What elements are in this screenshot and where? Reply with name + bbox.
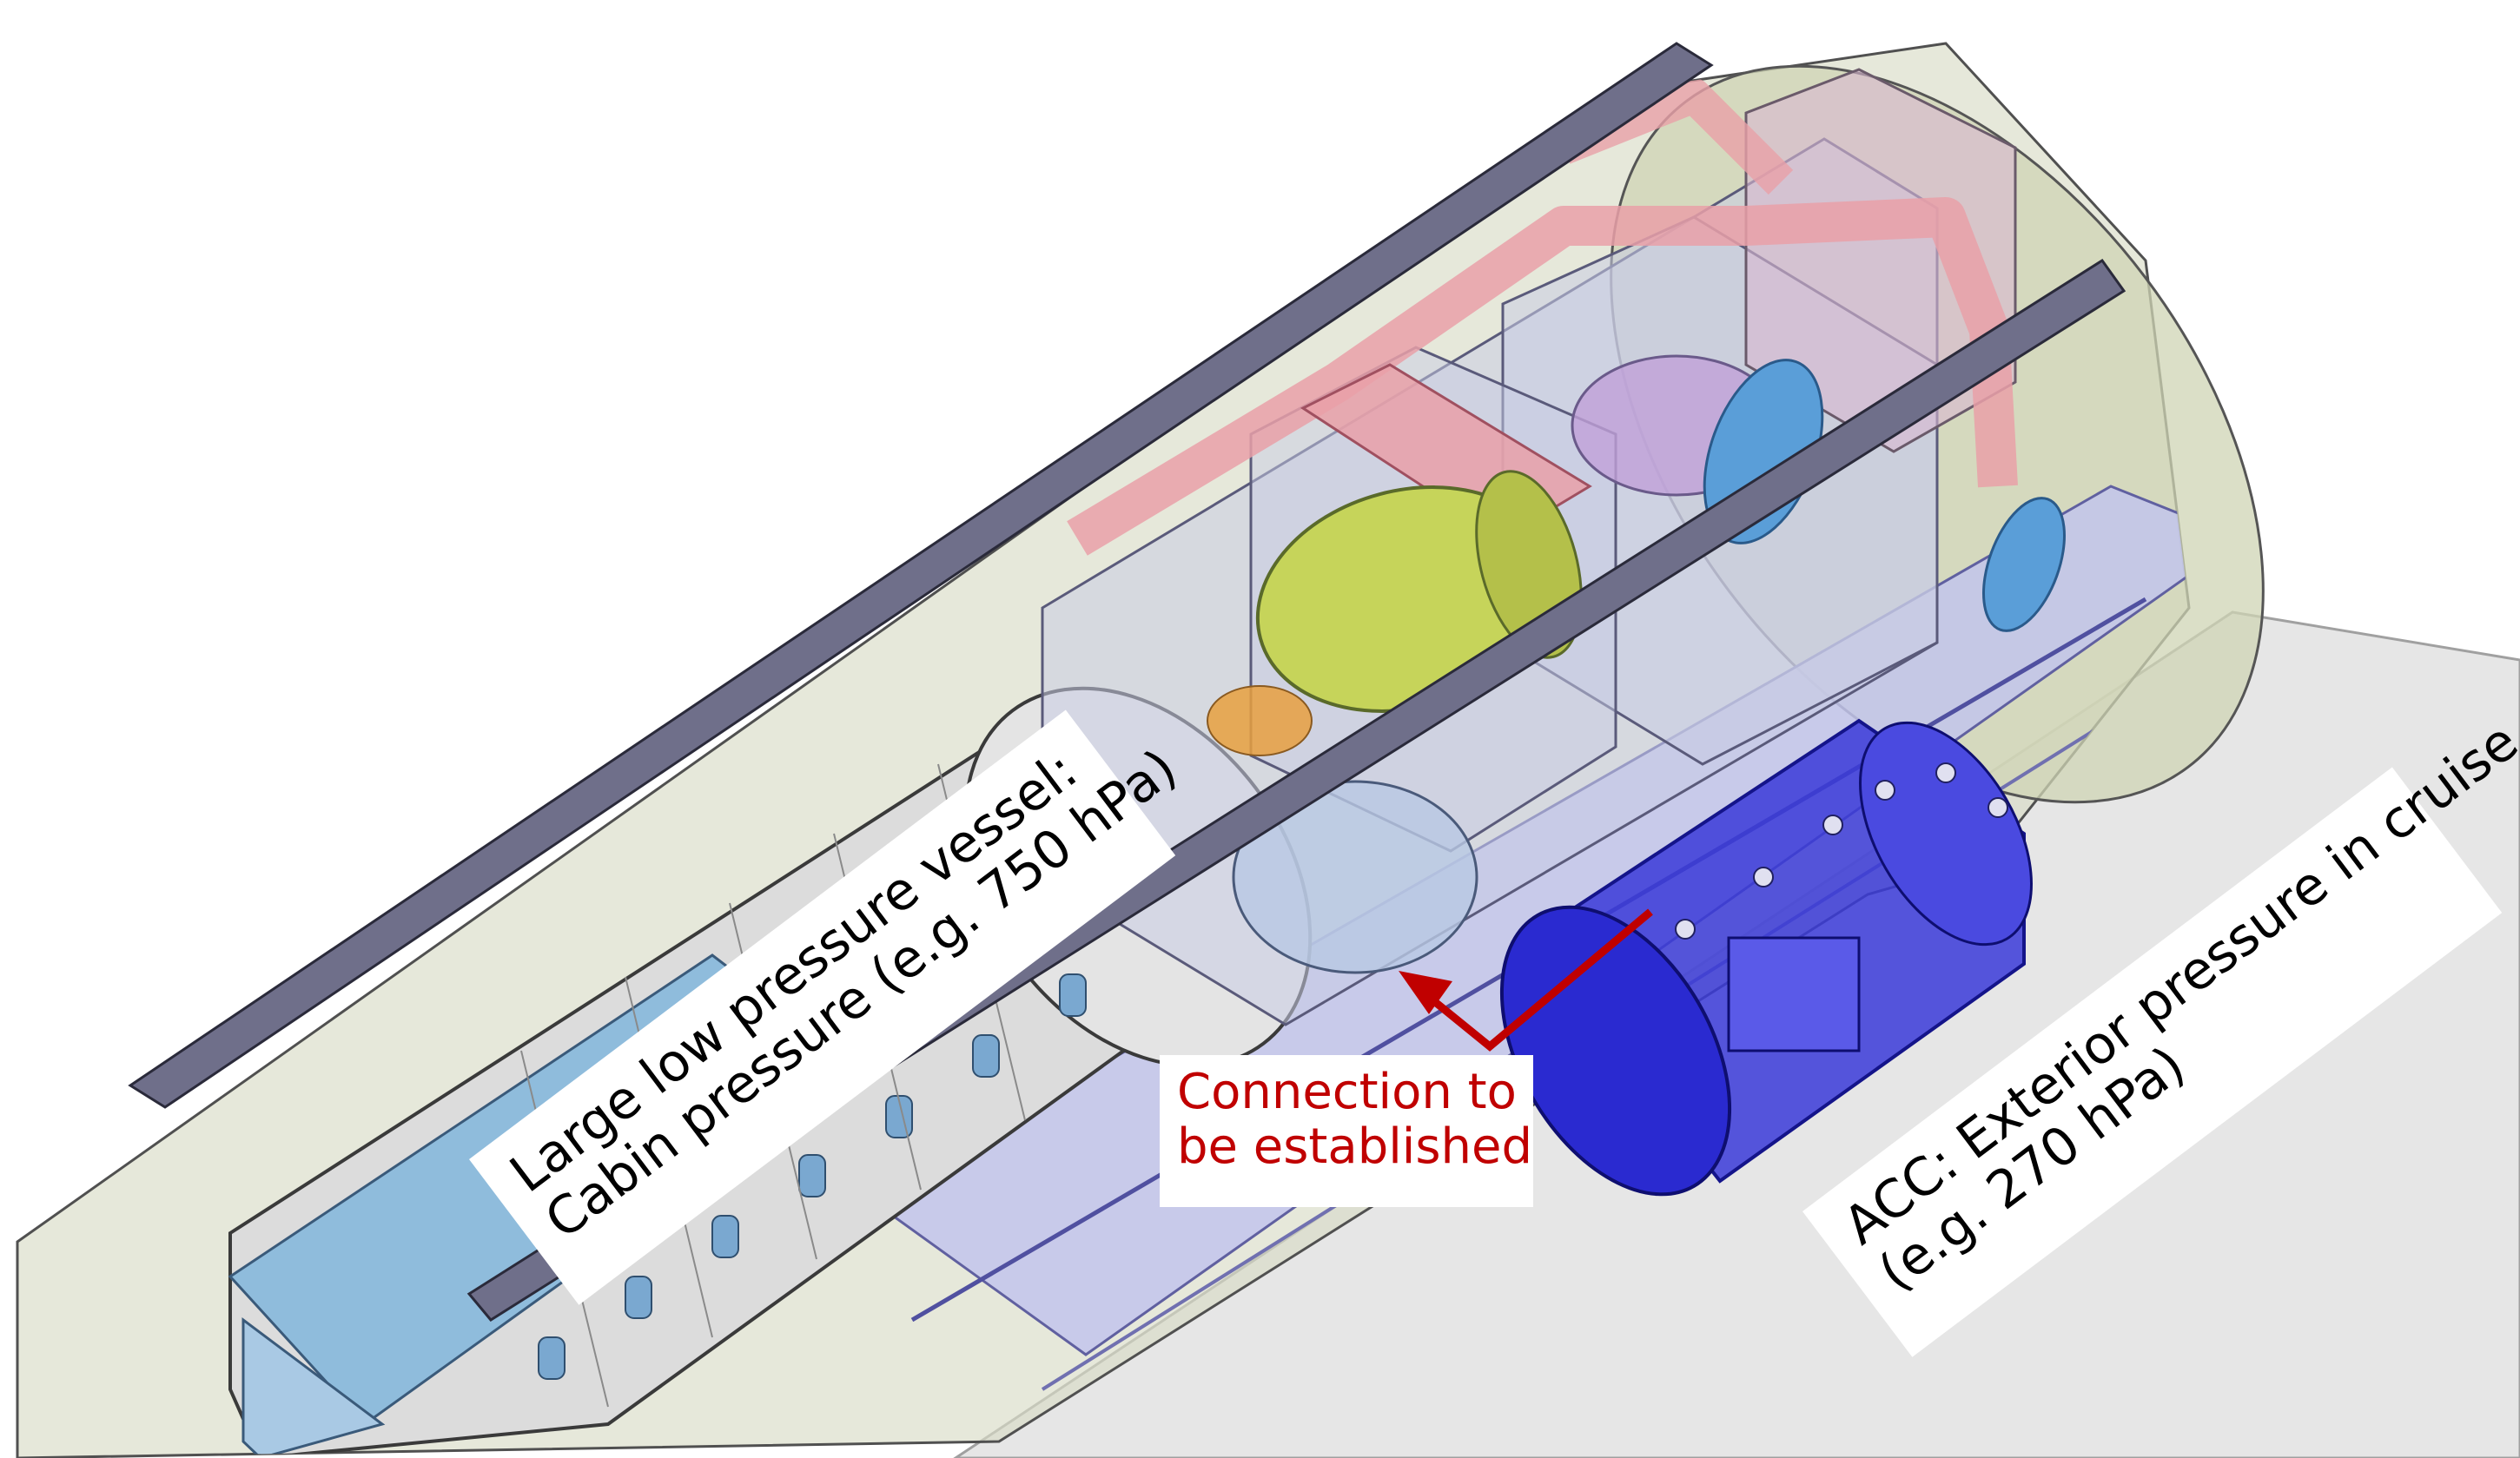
blue-outlet-disc (1982, 497, 2066, 632)
lower-cylinder (1232, 780, 1478, 974)
upper-rail (128, 42, 1714, 1109)
connection-label-line1: Connection to (1177, 1064, 1517, 1120)
orange-coil (1207, 685, 1313, 756)
cargo-hold (241, 1317, 386, 1458)
supply-pipe (1067, 197, 2018, 556)
connection-arrow (1399, 908, 1653, 1052)
cabin-windows (538, 973, 1087, 1380)
tall-equipment-box (1744, 68, 2017, 453)
acc-vessel (1499, 718, 2033, 1197)
connection-label-line2: be established (1177, 1118, 1533, 1175)
connection-label: Connection to be established (1160, 1055, 1533, 1207)
